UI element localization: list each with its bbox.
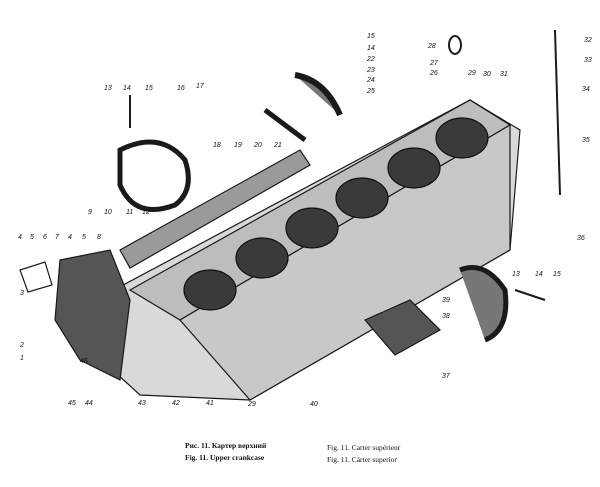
part-label: 23 [366,67,375,74]
part-label: 1 [20,355,24,362]
part-label: 6 [43,234,47,241]
part-label: 41 [206,400,214,407]
part-label: 4 [68,234,72,241]
part-label: 13 [104,85,112,92]
studs-and-bolts [129,29,561,301]
part-label: 12 [142,209,150,216]
part-label: 18 [213,142,221,149]
part-label: 20 [253,142,262,149]
part-label: 32 [584,37,592,44]
part-label: 4 [18,234,22,241]
part-label: 14 [535,271,543,278]
part-label: 36 [577,235,585,242]
part-label: 2 [19,342,24,349]
part-label: 27 [429,60,439,67]
part-label: 14 [367,45,375,52]
caption-es: Fig. 11. Cárter superior [327,455,397,464]
part-label: 7 [55,234,60,241]
part-label: 31 [500,71,508,78]
part-label: 21 [273,142,282,149]
part-label: 29 [467,70,476,77]
part-label: 14 [123,85,131,92]
part-label: 19 [234,142,242,149]
caption-fr: Fig. 11. Carter supérieur [327,443,401,452]
part-label: 28 [427,43,436,50]
part-label: 46 [80,358,88,365]
part-label: 30 [483,71,491,78]
part-label: 15 [367,33,375,40]
part-label: 34 [582,86,590,93]
part-label: 39 [442,297,450,304]
part-label: 17 [196,83,205,90]
part-label: 40 [310,401,318,408]
part-label: 11 [126,209,133,216]
part-label: 9 [88,209,92,216]
part-label: 3 [20,290,24,297]
caption-ru: Рис. 11. Картер верхний [185,441,267,450]
crankcase-block [19,29,561,401]
part-label: 13 [512,271,520,278]
part-label: 29 [247,401,256,408]
part-label: 24 [366,77,375,84]
part-label: 5 [30,234,34,241]
part-label: 26 [429,70,438,77]
cylinder-bores [183,117,489,311]
main-bearing-caps [117,72,509,356]
part-label: 15 [553,271,561,278]
part-label: 43 [138,400,146,407]
part-label: 8 [97,234,101,241]
part-label: 16 [177,85,185,92]
part-label: 15 [145,85,153,92]
caption-en: Fig. 11. Upper crankcase [185,453,265,462]
part-label: 33 [584,57,592,64]
caption-left: Рис. 11. Картер верхний Fig. 11. Upper c… [185,440,266,464]
part-label: 45 [68,400,76,407]
part-label: 35 [582,137,590,144]
part-label: 38 [442,313,450,320]
part-label: 25 [366,88,375,95]
front-cover [19,249,131,381]
part-label: 10 [104,209,112,216]
part-label: 42 [172,400,180,407]
part-label: 44 [85,400,93,407]
part-label: 22 [366,56,375,63]
part-number-labels: 15 14 22 23 24 25 28 27 26 29 30 31 32 3… [18,33,592,408]
caption-right: Fig. 11. Carter supérieur Fig. 11. Cárte… [327,442,400,466]
part-label: 5 [82,234,86,241]
part-label: 37 [442,373,451,380]
